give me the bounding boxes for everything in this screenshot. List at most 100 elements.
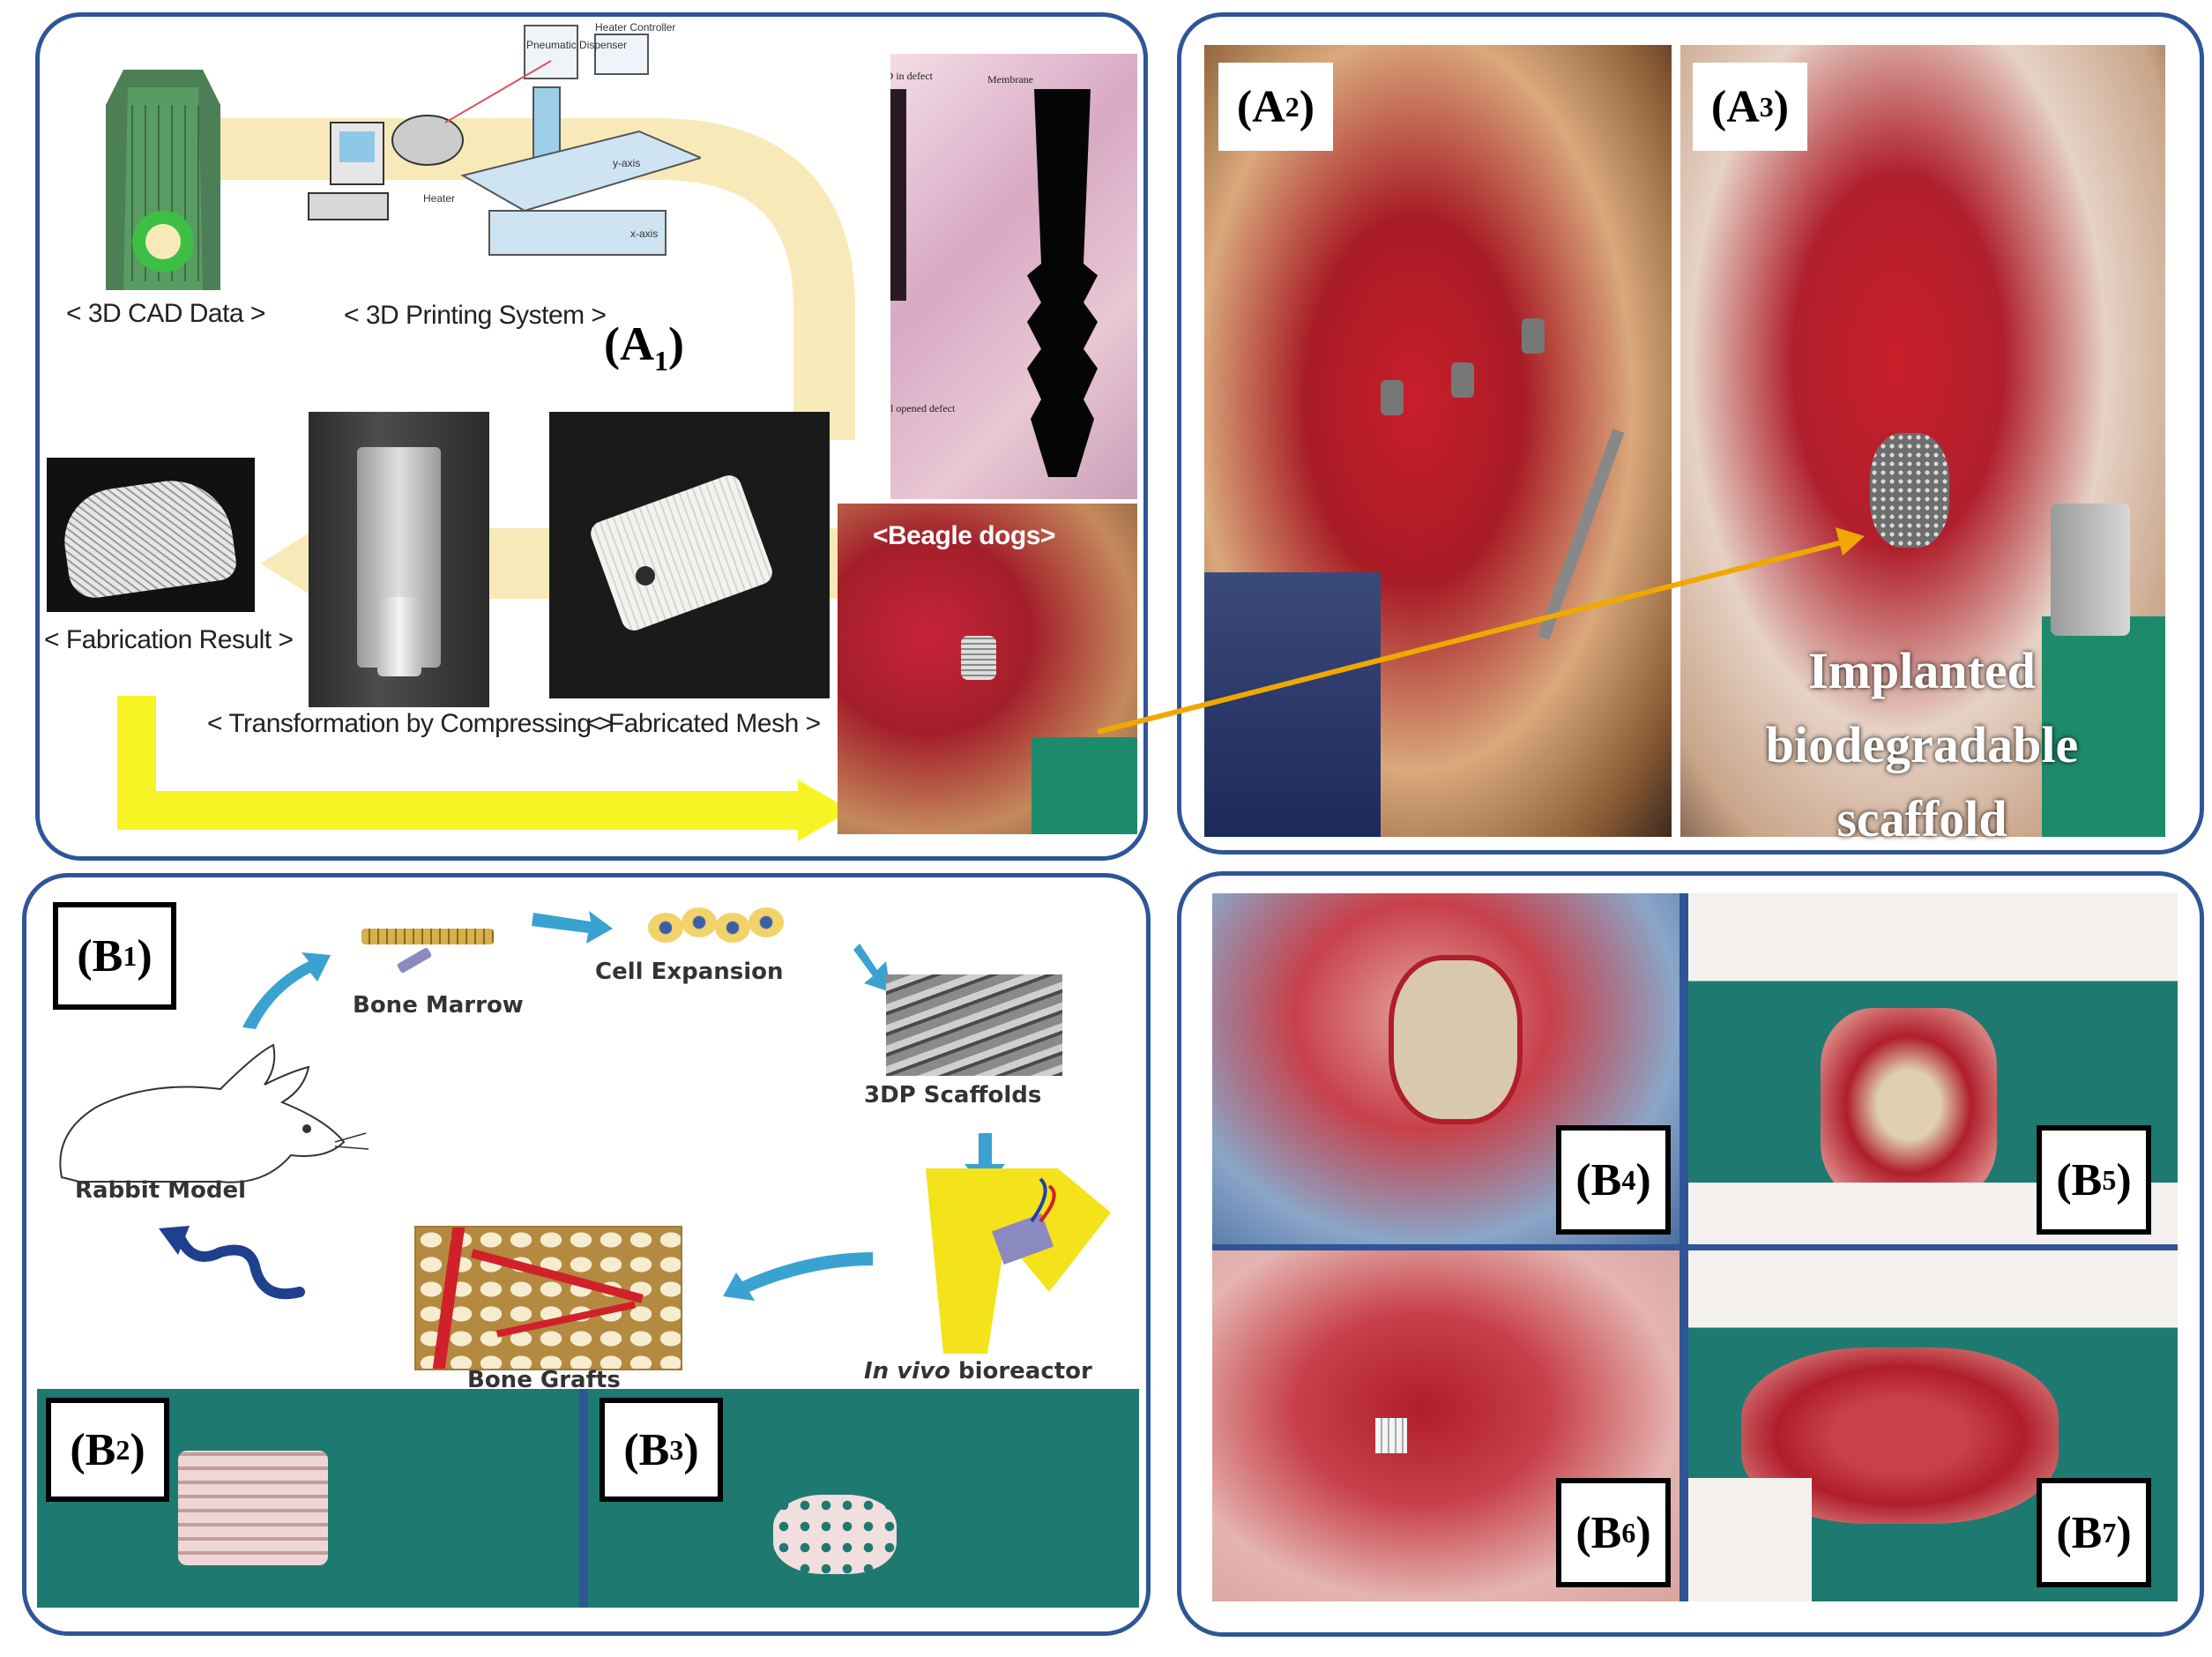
panel-b1-label-sub: 1 [123, 939, 138, 972]
fabrication-result-photo [47, 458, 255, 612]
panel-a1: < 3D CAD Data > Pneumatic Dispenser Heat… [35, 12, 1148, 861]
a3-scaffold-mesh [1870, 433, 1949, 548]
panel-b2-label-text: (B [70, 1424, 116, 1475]
b2-b3-divider [579, 1389, 588, 1608]
caption-3d-cad-data: < 3D CAD Data > [66, 299, 265, 328]
panel-b4-label-close: ) [1635, 1154, 1651, 1205]
step-3dp-scaffolds: 3DP Scaffolds [864, 1082, 1042, 1108]
printer-dispenser-label: Pneumatic Dispenser [526, 39, 627, 51]
surgery-photo-a3 [1680, 45, 2165, 837]
panel-b5-label-sub: 5 [2102, 1163, 2117, 1196]
cad-model-illustration [106, 70, 220, 290]
bone-graft-graphic [414, 1226, 682, 1370]
surgery-photo-a2 [1204, 45, 1672, 837]
panel-b3-label-close: ) [683, 1424, 699, 1475]
graft-vessel-1 [432, 1228, 465, 1369]
bioreactor-italic-text: In vivo [864, 1358, 950, 1385]
panel-b5-label-close: ) [2116, 1154, 2132, 1205]
annotation-line-3: scaffold [1836, 790, 2007, 847]
panel-b5-label-text: (B [2056, 1154, 2103, 1205]
panel-b6-label-sub: 6 [1621, 1516, 1636, 1549]
panel-b4-label-sub: 4 [1621, 1163, 1636, 1196]
panel-a3-label-sub: 3 [1759, 90, 1774, 123]
panel-b7-label-sub: 7 [2102, 1516, 2117, 1549]
b6-scaffold [1375, 1418, 1407, 1453]
beagle-mesh [961, 636, 996, 680]
panel-b7-label-text: (B [2056, 1507, 2103, 1558]
caption-fabricated-mesh: < Fabricated Mesh > [586, 709, 821, 738]
b-grid-h-divider [1212, 1244, 2178, 1250]
printer-x-axis-label: x-axis [630, 228, 658, 240]
panel-b1-label-close: ) [137, 930, 153, 982]
b-grid-v-divider [1679, 893, 1688, 1601]
panel-b4-label-text: (B [1575, 1154, 1622, 1205]
panel-a2-label-sub: 2 [1285, 90, 1300, 123]
a3-green-drape [2042, 616, 2165, 837]
a2-screw-2 [1451, 362, 1474, 398]
cell-4 [749, 907, 784, 937]
panel-b7-label-close: ) [2116, 1507, 2132, 1558]
histology-image: BIC & ITBD in defect Membrane Buccal ope… [890, 54, 1137, 499]
panel-b6-label-text: (B [1575, 1507, 1622, 1558]
printer-heater-controller-label: Heater Controller [595, 21, 675, 34]
step-bone-marrow: Bone Marrow [353, 992, 524, 1019]
caption-beagle-dogs: <Beagle dogs> [873, 521, 1055, 550]
panel-b2-label-sub: 2 [115, 1433, 130, 1466]
a3-retractor [2051, 504, 2130, 636]
graft-vessel-2 [471, 1249, 644, 1303]
bioreactor-graphic [926, 1168, 1111, 1354]
histology-label-top: BIC & ITBD in defect [890, 70, 933, 82]
step-rabbit-model: Rabbit Model [75, 1177, 247, 1204]
bone-marrow-graphic [361, 929, 494, 944]
panel-b6-label-close: ) [1635, 1507, 1651, 1558]
panel-b2-label-close: ) [130, 1424, 145, 1475]
panel-b3-label-text: (B [623, 1424, 670, 1475]
compress-vial [377, 597, 421, 676]
b7-gauze-bottom [1688, 1478, 1812, 1601]
b2-scaffold [178, 1451, 328, 1565]
panel-a1-label-close: ) [667, 317, 684, 370]
annotation-line-2: biodegradable [1765, 716, 2079, 773]
transformation-photo [309, 412, 489, 707]
caption-transformation: < Transformation by Compressing > [207, 709, 614, 738]
caption-fabrication-result: < Fabrication Result > [44, 625, 294, 654]
b5-wound [1821, 1008, 1997, 1202]
surgery-photo-b5 [1688, 893, 2178, 1244]
panel-b1-label-text: (B [77, 930, 123, 982]
a2-screw-1 [1381, 380, 1404, 415]
histology-dark-strip [890, 89, 906, 301]
annotation-line-1: Implanted [1808, 642, 2036, 699]
b4-defect [1389, 955, 1523, 1124]
panel-a1-label-sub: 1 [653, 344, 668, 377]
panel-a2-label-close: ) [1299, 81, 1315, 132]
cell-1 [648, 913, 683, 943]
cell-expansion-graphic [648, 904, 789, 948]
panel-a2-label-text: (A [1236, 81, 1285, 132]
panel-a1-label-text: (A [604, 317, 654, 370]
histology-label-bottom: Buccal opened defect [890, 402, 956, 414]
beagle-green-drape [1032, 737, 1137, 834]
histology-label-membrane: Membrane [987, 73, 1033, 86]
step-cell-expansion: Cell Expansion [595, 959, 784, 985]
panel-a3-label-close: ) [1773, 81, 1790, 132]
panel-b3-label-sub: 3 [669, 1433, 684, 1466]
printer-y-axis-label: y-axis [613, 157, 640, 169]
fabricated-mesh-photo [549, 412, 830, 698]
surgery-photo-b6 [1212, 1250, 1679, 1601]
panel-a1-label: (A1) [604, 317, 684, 377]
b3-scaffold [773, 1495, 897, 1574]
step-in-vivo-bioreactor: In vivo bioreactor [864, 1358, 1092, 1385]
implant-silhouette [1027, 89, 1098, 477]
